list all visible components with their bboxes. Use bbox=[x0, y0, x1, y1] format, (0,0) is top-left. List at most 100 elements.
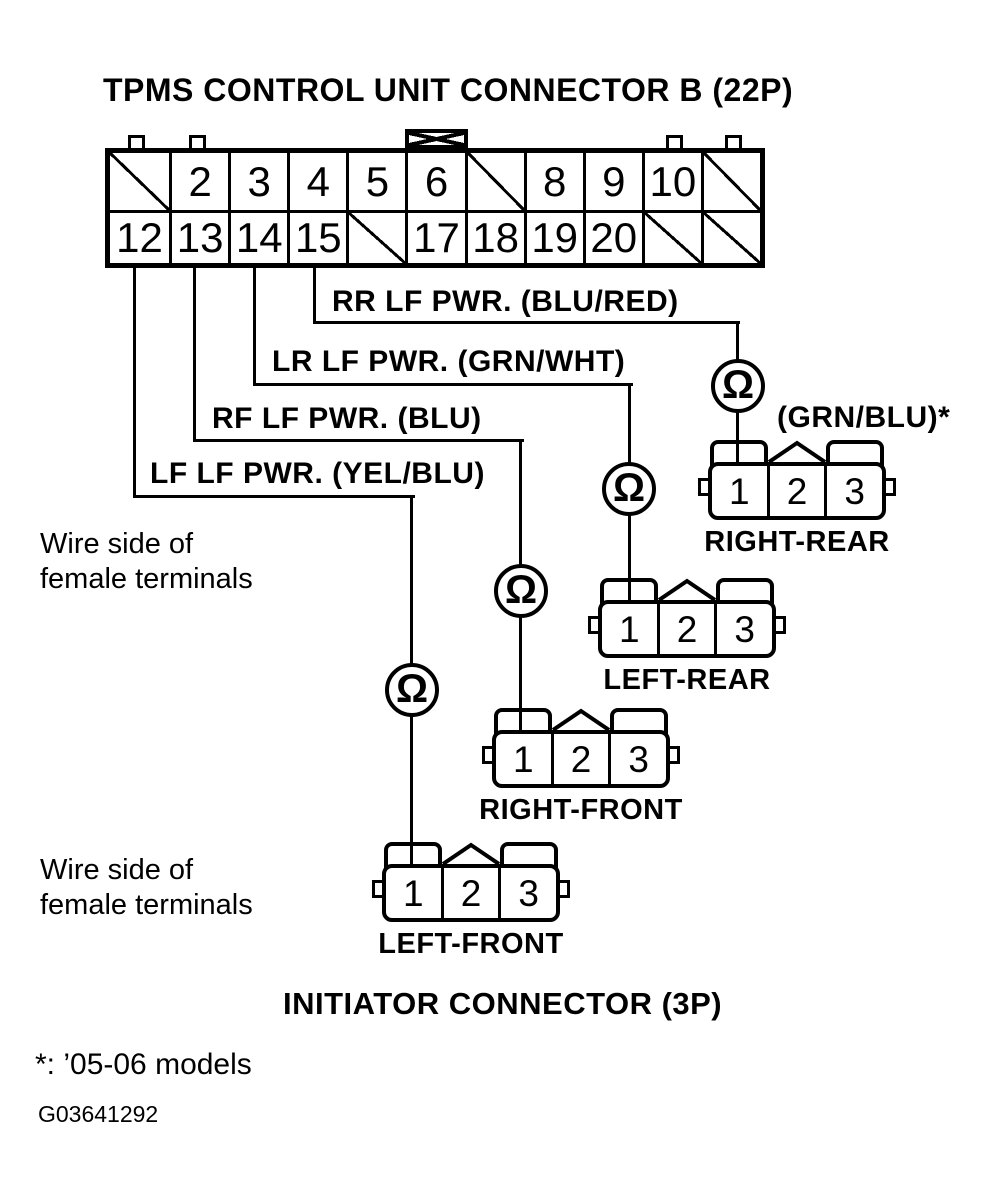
wire-lf-horizontal bbox=[133, 495, 415, 498]
wire-rr-vertical-3 bbox=[736, 411, 739, 466]
ohm-symbol-rr: Ω bbox=[711, 359, 765, 413]
connector-top-tab bbox=[826, 440, 884, 466]
connector-body: 1 2 3 bbox=[708, 462, 886, 520]
connector-top-tab bbox=[384, 842, 442, 868]
connector-b-pin-13: 13 bbox=[169, 210, 229, 263]
pin-1-cell: 1 bbox=[619, 608, 640, 650]
connector-b-pin-19: 19 bbox=[523, 210, 583, 263]
initiator-connector-left-rear: 1 2 3 LEFT-REAR bbox=[588, 578, 786, 696]
connector-b-pin-14: 14 bbox=[228, 210, 288, 263]
connector-top-tab bbox=[610, 708, 668, 734]
connector-b-pin-16-blank bbox=[346, 210, 406, 263]
diagram-title: TPMS CONTROL UNIT CONNECTOR B (22P) bbox=[103, 72, 794, 108]
wire-side-note-line1: Wire side of bbox=[40, 528, 194, 560]
ohm-symbol-lr: Ω bbox=[602, 462, 656, 516]
wire-lf-vertical-3 bbox=[410, 715, 413, 866]
connector-label-right-front: RIGHT-FRONT bbox=[479, 794, 683, 826]
connector-b-top-tab-2 bbox=[189, 135, 206, 148]
grn-blu-note: (GRN/BLU)* bbox=[777, 401, 951, 434]
connector-b-pin-5: 5 bbox=[346, 153, 405, 210]
connector-b-top-tab-4 bbox=[725, 135, 742, 148]
connector-peak-icon bbox=[767, 440, 827, 464]
connector-b-pin-18: 18 bbox=[464, 210, 524, 263]
connector-label-left-rear: LEFT-REAR bbox=[603, 664, 771, 696]
connector-b-pin-4: 4 bbox=[287, 153, 346, 210]
wire-lr-vertical-2 bbox=[628, 383, 631, 464]
connector-b-pin-20: 20 bbox=[582, 210, 642, 263]
connector-label-right-rear: RIGHT-REAR bbox=[704, 526, 890, 558]
wire-lr-vertical-3 bbox=[628, 514, 631, 604]
connector-top-tab bbox=[716, 578, 774, 604]
wire-rr-vertical-2 bbox=[736, 321, 739, 361]
pin-2-cell: 2 bbox=[766, 466, 825, 516]
pin-1-cell: 1 bbox=[403, 872, 424, 914]
connector-b-pin-1-blank bbox=[110, 153, 170, 210]
wire-rr-vertical-1 bbox=[313, 268, 316, 324]
connector-b-pin-9: 9 bbox=[582, 153, 642, 210]
connector-b-pin-12: 12 bbox=[110, 210, 170, 263]
wire-label-rr: RR LF PWR. (BLU/RED) bbox=[332, 285, 679, 318]
wire-lf-vertical-1 bbox=[133, 268, 136, 498]
pin-3-cell: 3 bbox=[498, 868, 556, 918]
ohm-symbol-rf: Ω bbox=[494, 564, 548, 618]
initiator-connector-right-rear: 1 2 3 RIGHT-REAR bbox=[698, 440, 896, 558]
wire-lr-horizontal bbox=[253, 383, 633, 386]
pin-1-cell: 1 bbox=[729, 470, 750, 512]
wire-rr-horizontal bbox=[313, 321, 740, 324]
connector-peak-icon bbox=[441, 842, 501, 866]
wire-side-note-line1: Wire side of bbox=[40, 854, 194, 886]
connector-b-pin-21-blank bbox=[641, 210, 701, 263]
connector-top-tab bbox=[500, 842, 558, 868]
connector-b-pin-17: 17 bbox=[405, 210, 465, 263]
pin-3-cell: 3 bbox=[608, 734, 666, 784]
connector-top-tab bbox=[494, 708, 552, 734]
wire-side-note-upper: Wire side of female terminals bbox=[40, 527, 253, 597]
ohm-glyph: Ω bbox=[612, 466, 646, 510]
connector-b-top-tab-1 bbox=[128, 135, 145, 148]
wire-side-note-lower: Wire side of female terminals bbox=[40, 853, 253, 923]
pin-2-cell: 2 bbox=[656, 604, 715, 654]
pin-1-cell: 1 bbox=[513, 738, 534, 780]
connector-body: 1 2 3 bbox=[598, 600, 776, 658]
tpms-connector-b: 2 3 4 5 6 8 9 10 12 13 14 15 17 18 19 20 bbox=[105, 148, 765, 268]
pin-2-cell: 2 bbox=[550, 734, 609, 784]
connector-b-pin-6: 6 bbox=[405, 153, 464, 210]
figure-id: G03641292 bbox=[38, 1101, 159, 1127]
ohm-glyph: Ω bbox=[395, 667, 429, 711]
pin-3-cell: 3 bbox=[714, 604, 772, 654]
connector-b-pin-15: 15 bbox=[287, 210, 347, 263]
ohm-symbol-lf: Ω bbox=[385, 663, 439, 717]
wire-lr-vertical-1 bbox=[253, 268, 256, 386]
connector-b-pin-22-blank bbox=[700, 210, 760, 263]
pin-3-cell: 3 bbox=[824, 466, 882, 516]
connector-peak-icon bbox=[657, 578, 717, 602]
wire-side-note-line2: female terminals bbox=[40, 889, 253, 921]
connector-b-keying-box-icon bbox=[405, 129, 468, 149]
connector-label-left-front: LEFT-FRONT bbox=[378, 928, 564, 960]
connector-b-pin-8: 8 bbox=[523, 153, 583, 210]
wire-rf-vertical-2 bbox=[519, 439, 522, 566]
initiator-connector-right-front: 1 2 3 RIGHT-FRONT bbox=[479, 708, 682, 826]
connector-b-pin-11-blank bbox=[700, 153, 760, 210]
connector-body: 1 2 3 bbox=[382, 864, 560, 922]
connector-b-pin-10: 10 bbox=[641, 153, 701, 210]
connector-body: 1 2 3 bbox=[492, 730, 670, 788]
connector-top-tab bbox=[710, 440, 768, 466]
wire-label-lr: LR LF PWR. (GRN/WHT) bbox=[272, 345, 626, 378]
ohm-glyph: Ω bbox=[721, 363, 755, 407]
wire-label-lf: LF LF PWR. (YEL/BLU) bbox=[150, 457, 485, 490]
wire-rf-horizontal bbox=[193, 439, 524, 442]
initiator-connector-title: INITIATOR CONNECTOR (3P) bbox=[283, 986, 723, 1021]
connector-b-pin-grid: 2 3 4 5 6 8 9 10 12 13 14 15 17 18 19 20 bbox=[110, 153, 760, 263]
wire-label-rf: RF LF PWR. (BLU) bbox=[212, 402, 482, 435]
connector-b-pin-7-blank bbox=[464, 153, 524, 210]
initiator-connector-left-front: 1 2 3 LEFT-FRONT bbox=[372, 842, 570, 960]
wire-rf-vertical-3 bbox=[519, 616, 522, 734]
models-footnote: *: ’05-06 models bbox=[35, 1048, 252, 1081]
ohm-glyph: Ω bbox=[504, 568, 538, 612]
connector-peak-icon bbox=[551, 708, 611, 732]
wire-rf-vertical-1 bbox=[193, 268, 196, 442]
wire-lf-vertical-2 bbox=[410, 495, 413, 665]
connector-b-top-tab-3 bbox=[666, 135, 683, 148]
